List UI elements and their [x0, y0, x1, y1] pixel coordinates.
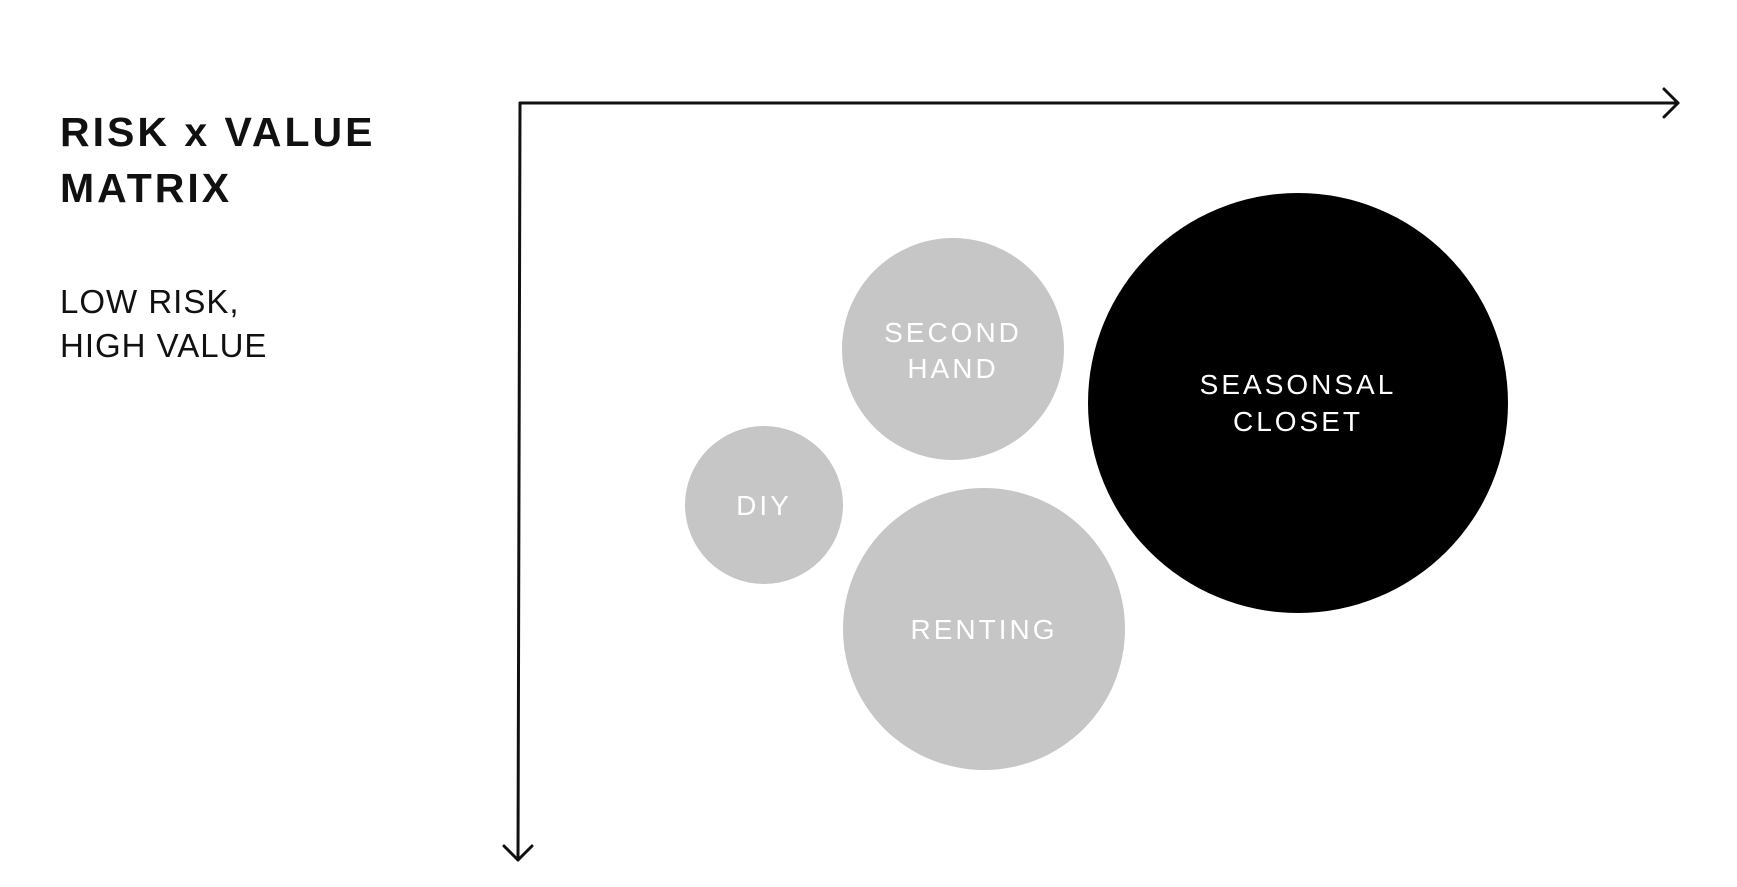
bubble-diy-circle: [685, 426, 843, 584]
bubble-diy-label: DIY: [736, 490, 792, 521]
bubble-seasonsal-closet-label-line-2: CLOSET: [1233, 406, 1363, 437]
bubble-second-hand-label-line-1: SECOND: [884, 317, 1022, 348]
y-axis: [502, 101, 534, 862]
bubble-renting: RENTING: [843, 488, 1125, 770]
quadrant-caption: LOW RISK, HIGH VALUE: [60, 280, 267, 368]
bubble-renting-label: RENTING: [911, 614, 1058, 645]
matrix-title-line-2: MATRIX: [60, 165, 233, 211]
bubble-second-hand: SECOND HAND: [842, 238, 1064, 460]
quadrant-caption-line-2: HIGH VALUE: [60, 327, 268, 364]
bubble-diy: DIY: [685, 426, 843, 584]
matrix-title-line-1: RISK x VALUE: [60, 109, 376, 155]
bubble-seasonsal-closet: SEASONSAL CLOSET: [1088, 193, 1508, 613]
bubble-seasonsal-closet-label-line-1: SEASONSAL: [1200, 369, 1397, 400]
bubble-second-hand-circle: [842, 238, 1064, 460]
y-axis-arrow-icon: [502, 844, 534, 862]
bubble-renting-circle: [843, 488, 1125, 770]
x-axis: [518, 87, 1680, 119]
bubble-seasonsal-closet-circle: [1088, 193, 1508, 613]
y-axis-line: [516, 101, 522, 862]
bubble-second-hand-label-line-2: HAND: [907, 353, 998, 384]
matrix-title: RISK x VALUE MATRIX: [60, 104, 375, 216]
quadrant-caption-line-1: LOW RISK,: [60, 283, 240, 320]
x-axis-arrow-icon: [1662, 87, 1680, 119]
